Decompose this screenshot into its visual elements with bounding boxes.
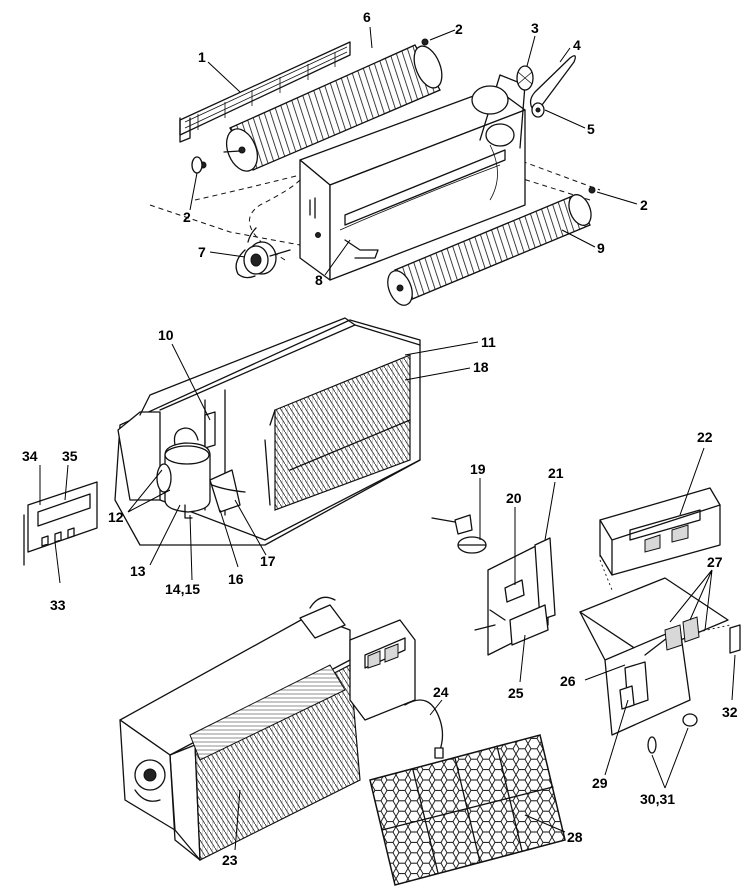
callout-17: 17 (260, 553, 276, 569)
callout-29: 29 (592, 775, 608, 791)
fastener-top (421, 38, 429, 46)
callout-32: 32 (722, 704, 738, 720)
callout-30-31: 30,31 (640, 791, 675, 807)
blower-motor (235, 227, 291, 279)
leader-lines (39, 26, 736, 851)
callout-2b: 2 (183, 209, 191, 225)
callout-22: 22 (697, 429, 713, 445)
callout-18: 18 (473, 359, 489, 375)
complete-unit (119, 596, 444, 861)
callout-20: 20 (506, 490, 522, 506)
callout-16: 16 (228, 571, 244, 587)
chassis-assembly (114, 317, 421, 546)
callout-13: 13 (130, 563, 146, 579)
callout-25: 25 (508, 685, 524, 701)
callout-14-15: 14,15 (165, 581, 200, 597)
callout-21: 21 (548, 465, 564, 481)
callout-3: 3 (531, 20, 539, 36)
callout-11: 11 (481, 334, 496, 350)
rear-grille (179, 41, 351, 143)
bearing-mount (516, 65, 534, 91)
callout-8: 8 (315, 272, 323, 288)
callout-35: 35 (62, 448, 78, 464)
callout-19: 19 (470, 461, 486, 477)
callout-28: 28 (567, 829, 583, 845)
control-panel-assembly (579, 487, 741, 754)
callout-1: 1 (198, 49, 206, 65)
callout-10: 10 (158, 327, 174, 343)
fastener-right (588, 186, 596, 194)
callout-26: 26 (560, 673, 576, 689)
lower-blower-wheel (387, 194, 592, 306)
callout-5: 5 (587, 121, 595, 137)
capacitor-box (209, 469, 241, 513)
callout-34: 34 (22, 448, 38, 464)
electrical-control-box (431, 514, 556, 656)
callout-7: 7 (198, 244, 206, 260)
callout-12: 12 (108, 509, 124, 525)
control-panel-small (23, 481, 98, 566)
bearing-left (191, 156, 203, 174)
blower-assembly (149, 38, 601, 306)
callout-23: 23 (222, 852, 238, 868)
strap (529, 55, 576, 111)
callout-9: 9 (597, 240, 605, 256)
callout-24: 24 (433, 684, 449, 700)
callout-2a: 2 (455, 21, 463, 37)
callout-4: 4 (573, 37, 581, 53)
callout-27: 27 (707, 554, 723, 570)
compressor (156, 427, 211, 519)
blower-housing (299, 74, 526, 281)
callout-33: 33 (50, 597, 66, 613)
callout-6: 6 (363, 9, 371, 25)
callout-2c: 2 (640, 197, 648, 213)
callout-labels: 1 2 2 2 3 4 5 6 7 8 9 10 11 12 13 14,15 … (22, 9, 738, 868)
upper-blower-wheel (223, 44, 443, 172)
